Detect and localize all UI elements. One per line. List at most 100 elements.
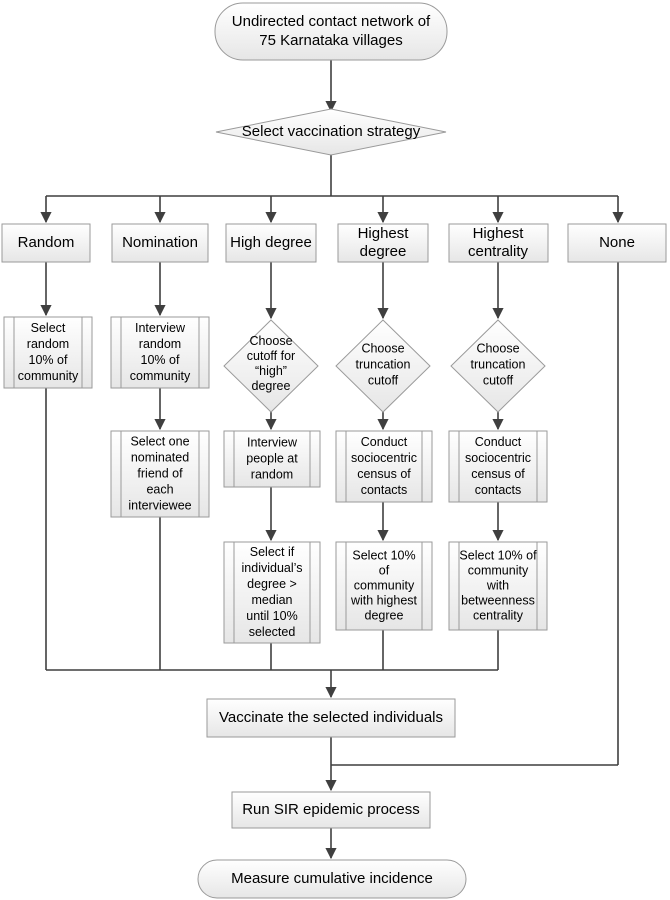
text-line: nominated bbox=[131, 450, 189, 464]
strategy-none-box: None bbox=[567, 223, 667, 263]
text-line: community bbox=[18, 369, 79, 383]
start-terminal: Undirected contact network of 75 Karnatak… bbox=[214, 2, 448, 61]
text-line: Interview bbox=[135, 321, 186, 335]
text-line: Highest bbox=[358, 225, 410, 242]
text-line: 10% of bbox=[29, 353, 68, 367]
text-line: Choose bbox=[476, 341, 519, 355]
text-line: people at bbox=[246, 451, 298, 465]
text-line: 10% of bbox=[141, 353, 180, 367]
text-line: with bbox=[486, 578, 509, 592]
text-line: Choose bbox=[249, 334, 292, 348]
text-line: interviewee bbox=[128, 498, 191, 512]
vaccinate-text: Vaccinate the selected individuals bbox=[219, 709, 443, 726]
strategy-random-box: Random bbox=[1, 223, 91, 263]
text-line: None bbox=[599, 234, 635, 251]
text-line: 75 Karnataka villages bbox=[259, 32, 402, 49]
text-line: degree bbox=[252, 379, 291, 393]
text-line: “high” bbox=[255, 364, 287, 378]
text-line: community bbox=[130, 369, 191, 383]
strategy-nomination-label: Nomination bbox=[122, 234, 198, 251]
highest-degree-census-text: Conduct sociocentric census of contacts bbox=[351, 435, 417, 497]
text-line: random bbox=[251, 467, 293, 481]
text-line: Undirected contact network of bbox=[232, 13, 431, 30]
text-line: census of bbox=[471, 467, 525, 481]
text-line: sociocentric bbox=[465, 451, 531, 465]
text-line: Interview bbox=[247, 435, 298, 449]
text-line: Select one bbox=[130, 434, 189, 448]
strategy-decision-diamond: Select vaccination strategy bbox=[215, 108, 447, 156]
run-sir-box: Run SIR epidemic process bbox=[231, 791, 431, 829]
text-line: degree bbox=[360, 243, 407, 260]
text-line: cutoff bbox=[368, 373, 399, 387]
high-degree-interview-text: Interview people at random bbox=[246, 435, 298, 481]
text-line: centrality bbox=[473, 608, 524, 622]
flow-connectors bbox=[40, 60, 624, 860]
text-line: Nomination bbox=[122, 234, 198, 251]
text-line: contacts bbox=[361, 483, 408, 497]
text-line: High degree bbox=[230, 234, 312, 251]
text-line: Select bbox=[31, 321, 66, 335]
text-line: median bbox=[252, 593, 293, 607]
text-line: random bbox=[27, 337, 69, 351]
text-line: truncation bbox=[356, 357, 411, 371]
nomination-interview-text: Interview random 10% of community bbox=[130, 321, 191, 383]
nomination-interview-process: Interview random 10% of community bbox=[110, 316, 210, 389]
highest-degree-cutoff-decision: Choose truncation cutoff bbox=[335, 319, 431, 413]
vaccinate-box: Vaccinate the selected individuals bbox=[206, 698, 456, 738]
text-line: each bbox=[146, 482, 173, 496]
random-select-process: Select random 10% of community bbox=[3, 316, 93, 389]
text-line: census of bbox=[357, 467, 411, 481]
strategy-high-degree-label: High degree bbox=[230, 234, 312, 251]
measure-text: Measure cumulative incidence bbox=[231, 870, 433, 887]
text-line: Random bbox=[18, 234, 75, 251]
highest-degree-cutoff-text: Choose truncation cutoff bbox=[356, 341, 411, 387]
text-line: community bbox=[468, 563, 529, 577]
text-line: random bbox=[139, 337, 181, 351]
text-line: contacts bbox=[475, 483, 522, 497]
highest-centrality-census-text: Conduct sociocentric census of contacts bbox=[465, 435, 531, 497]
text-line: centrality bbox=[468, 243, 529, 260]
text-line: Measure cumulative incidence bbox=[231, 870, 433, 887]
text-line: Run SIR epidemic process bbox=[242, 801, 420, 818]
highest-centrality-census-process: Conduct sociocentric census of contacts bbox=[448, 430, 548, 503]
text-line: sociocentric bbox=[351, 451, 417, 465]
text-line: Select 10% bbox=[352, 548, 415, 562]
text-line: cutoff for bbox=[247, 349, 295, 363]
text-line: Select if bbox=[250, 545, 295, 559]
text-line: cutoff bbox=[483, 373, 514, 387]
highest-degree-census-process: Conduct sociocentric census of contacts bbox=[335, 430, 433, 503]
text-line: degree bbox=[365, 608, 404, 622]
text-line: of bbox=[379, 563, 390, 577]
text-line: Select 10% of bbox=[459, 548, 537, 562]
strategy-nomination-box: Nomination bbox=[111, 223, 209, 263]
text-line: individual’s bbox=[242, 561, 303, 575]
text-line: Conduct bbox=[361, 435, 408, 449]
text-line: Choose bbox=[361, 341, 404, 355]
text-line: betweenness bbox=[461, 593, 535, 607]
text-line: Select vaccination strategy bbox=[242, 123, 421, 140]
text-line: degree > bbox=[247, 577, 297, 591]
run-sir-text: Run SIR epidemic process bbox=[242, 801, 420, 818]
text-line: community bbox=[354, 578, 415, 592]
start-text: Undirected contact network of 75 Karnatak… bbox=[232, 13, 431, 49]
text-line: selected bbox=[249, 625, 296, 639]
strategy-random-label: Random bbox=[18, 234, 75, 251]
text-line: Conduct bbox=[475, 435, 522, 449]
